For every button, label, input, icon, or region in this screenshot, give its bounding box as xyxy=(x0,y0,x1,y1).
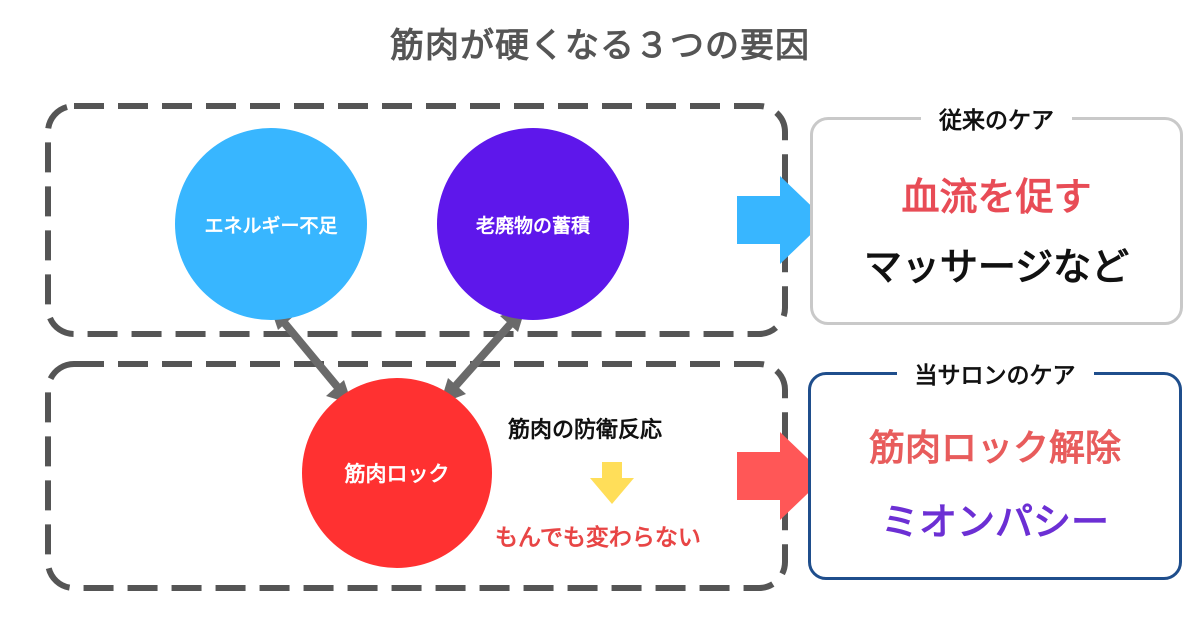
muscle-lock-release-text: 筋肉ロック解除 xyxy=(868,428,1121,469)
waste-lock-double-arrow xyxy=(440,306,526,404)
yellow-down-arrow xyxy=(590,462,634,504)
massage-text: マッサージなど xyxy=(863,245,1130,289)
defense-reaction-label: 筋肉の防衛反応 xyxy=(508,418,663,443)
red-arrow xyxy=(737,432,826,520)
promote-blood-flow-text: 血流を促す xyxy=(901,175,1092,219)
energy-shortage-circle: エネルギー不足 xyxy=(175,128,367,320)
salon-care-heading-wrap: 当サロンのケア xyxy=(811,356,1179,390)
salon-care-box: 当サロンのケア 筋肉ロック解除 ミオンパシー xyxy=(808,363,1182,580)
traditional-care-heading: 従来のケア xyxy=(921,108,1072,134)
traditional-care-box: 従来のケア 血流を促す マッサージなど xyxy=(810,108,1183,325)
myonpathy-text: ミオンパシー xyxy=(880,500,1109,544)
no-change-label: もんでも変わらない xyxy=(495,525,701,551)
waste-accumulation-label: 老廃物の蓄積 xyxy=(475,214,590,237)
waste-accumulation-circle: 老廃物の蓄積 xyxy=(437,128,629,320)
muscle-lock-circle: 筋肉ロック xyxy=(302,378,492,568)
muscle-lock-label: 筋肉ロック xyxy=(344,462,450,486)
top-group-border xyxy=(45,103,788,337)
diagram-title: 筋肉が硬くなる３つの要因 xyxy=(390,26,810,66)
energy-lock-double-arrow xyxy=(270,306,352,404)
salon-care-heading: 当サロンのケア xyxy=(896,363,1094,389)
blue-arrow xyxy=(737,176,826,264)
energy-shortage-label: エネルギー不足 xyxy=(204,214,338,237)
traditional-care-heading-wrap: 従来のケア xyxy=(813,101,1180,135)
